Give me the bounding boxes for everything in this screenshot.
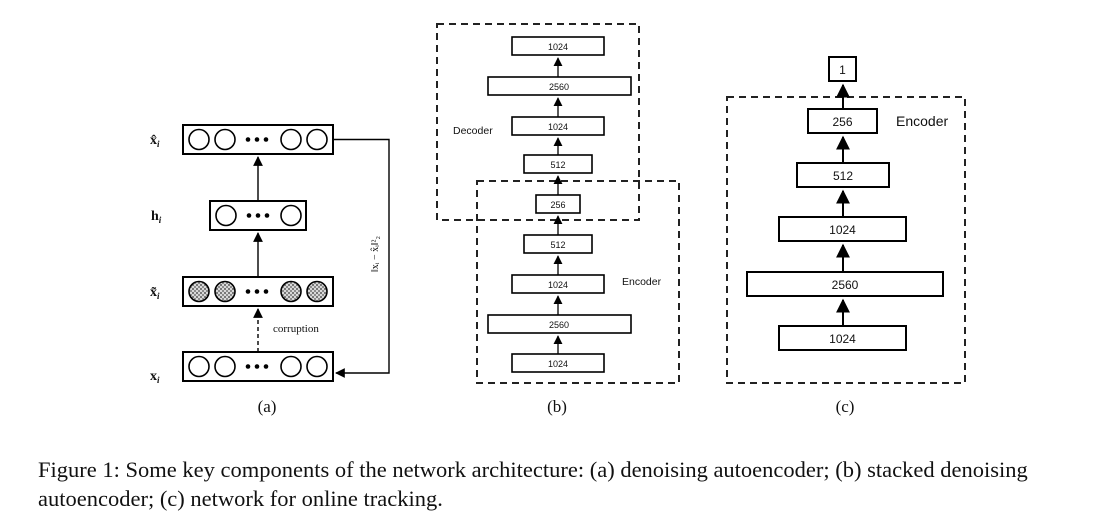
layer-b-1024-top: 1024	[548, 42, 568, 52]
layer-b-2560-bottom: 2560	[549, 320, 569, 330]
layer-xhat	[182, 124, 334, 155]
panel-b-label: (b)	[547, 397, 567, 416]
encoder-region-c	[726, 96, 966, 384]
decoder-label: Decoder	[453, 125, 493, 137]
layer-h	[209, 200, 307, 231]
label-xtilde: x̃i	[150, 285, 160, 301]
layer-xtilde	[182, 276, 334, 307]
panel-a-label: (a)	[258, 397, 277, 416]
panel-c-online-tracking-network: 1 256 512 1024 2560 1024 Encoder (c)	[726, 56, 966, 416]
figure-diagram: x̂i hi x̃i xi corruption ‖xᵢ − x̂ᵢ‖²₂ (a…	[150, 23, 966, 416]
layer-c-512: 512	[833, 169, 853, 183]
panel-b-stacked-autoencoder: 1024 2560 1024 512 256 512 1024 2560 102…	[436, 23, 680, 416]
layer-b-1024-bottom: 1024	[548, 359, 568, 369]
layer-b-1024-mid-top: 1024	[548, 122, 568, 132]
figure-caption: Figure 1: Some key components of the net…	[38, 457, 1028, 511]
corruption-label: corruption	[273, 323, 319, 335]
output-node: 1	[839, 63, 846, 77]
layer-b-1024-mid-bottom: 1024	[548, 280, 568, 290]
layer-c-256: 256	[832, 115, 852, 129]
layer-b-2560-top: 2560	[549, 82, 569, 92]
layer-c-1024-top: 1024	[829, 223, 856, 237]
decoder-region	[436, 23, 640, 221]
layer-c-1024-bottom: 1024	[829, 332, 856, 346]
label-xhat: x̂i	[150, 133, 160, 149]
loss-connector	[333, 138, 390, 378]
encoder-region	[476, 180, 680, 384]
layer-x	[182, 351, 334, 382]
encoder-label-c: Encoder	[896, 113, 948, 129]
panel-a-denoising-autoencoder: x̂i hi x̃i xi corruption ‖xᵢ − x̂ᵢ‖²₂ (a…	[150, 124, 390, 416]
label-h: hi	[151, 209, 162, 225]
layer-b-512-bottom: 512	[550, 240, 565, 250]
loss-label: ‖xᵢ − x̂ᵢ‖²₂	[370, 236, 381, 272]
layer-b-256: 256	[550, 200, 565, 210]
layer-b-512-top: 512	[550, 160, 565, 170]
layer-c-2560: 2560	[832, 278, 859, 292]
panel-c-label: (c)	[836, 397, 855, 416]
label-x: xi	[150, 369, 160, 385]
encoder-label-b: Encoder	[622, 276, 662, 288]
layer-stack-b: 1024 2560 1024 512 256 512 1024 2560 102…	[487, 36, 632, 373]
